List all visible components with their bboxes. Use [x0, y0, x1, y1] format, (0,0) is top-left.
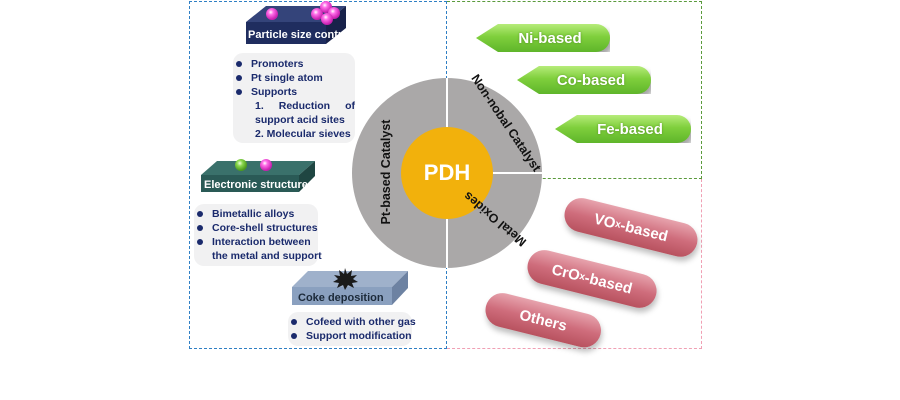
particle-size-control-title: Particle size control: [248, 29, 352, 41]
metal-oxides-region-border: [447, 179, 702, 349]
ni-based-tag: Ni-based: [476, 24, 610, 52]
electronic-structure-title: Electronic structure: [204, 179, 308, 191]
coke-deposition-slab: [292, 268, 408, 305]
sub-item-word: of: [345, 100, 355, 112]
list-subitem: support acid sites: [255, 114, 345, 126]
list-item: Supports: [233, 85, 355, 99]
pill-text: -based: [618, 216, 670, 245]
ring-divider: [492, 172, 542, 174]
electronic-structure-card: Bimetallic alloys Core-shell structures …: [194, 204, 322, 266]
list-item: Interaction between: [194, 235, 318, 249]
pill-text: CrO: [550, 260, 582, 285]
particle-size-slab: [246, 1, 346, 44]
metal-particle-icon: [321, 13, 333, 25]
metal-particle-icon: [311, 8, 323, 20]
fe-based-tag: Fe-based: [555, 115, 691, 143]
non-noble-region-border: [447, 1, 702, 179]
pill-text: -based: [582, 268, 634, 298]
metal-particle-icon: [235, 159, 247, 171]
pdh-center: PDH: [401, 127, 493, 219]
list-item: Support modification: [288, 329, 412, 343]
list-item: Bimetallic alloys: [194, 207, 318, 221]
coke-deposition-title: Coke deposition: [298, 292, 384, 304]
metal-particle-icon: [266, 8, 278, 20]
list-subitem: 2. Molecular sieves: [255, 128, 351, 140]
list-item: Promoters: [233, 57, 355, 71]
list-item: Pt single atom: [233, 71, 355, 85]
ring-divider: [446, 78, 448, 128]
pill-text: Others: [517, 306, 569, 335]
sub-item-number: 1.: [255, 100, 264, 112]
sub-item-word: Reduction: [278, 100, 331, 112]
particle-size-card: Promoters Pt single atom Supports 1. Red…: [233, 53, 355, 143]
co-based-tag: Co-based: [517, 66, 651, 94]
coke-icon: [333, 268, 358, 290]
electronic-structure-slab: [201, 159, 315, 192]
coke-deposition-card: Cofeed with other gas Support modificati…: [288, 312, 416, 346]
list-item: Core-shell structures: [194, 221, 318, 235]
list-subitem: 1. Reduction of: [233, 99, 355, 113]
list-item-continuation: the metal and support: [212, 250, 322, 262]
metal-particle-icon: [260, 159, 272, 171]
list-item: Cofeed with other gas: [288, 315, 416, 329]
pt-based-catalyst-label: Pt-based Catalyst: [379, 119, 393, 225]
ring-divider: [446, 218, 448, 268]
